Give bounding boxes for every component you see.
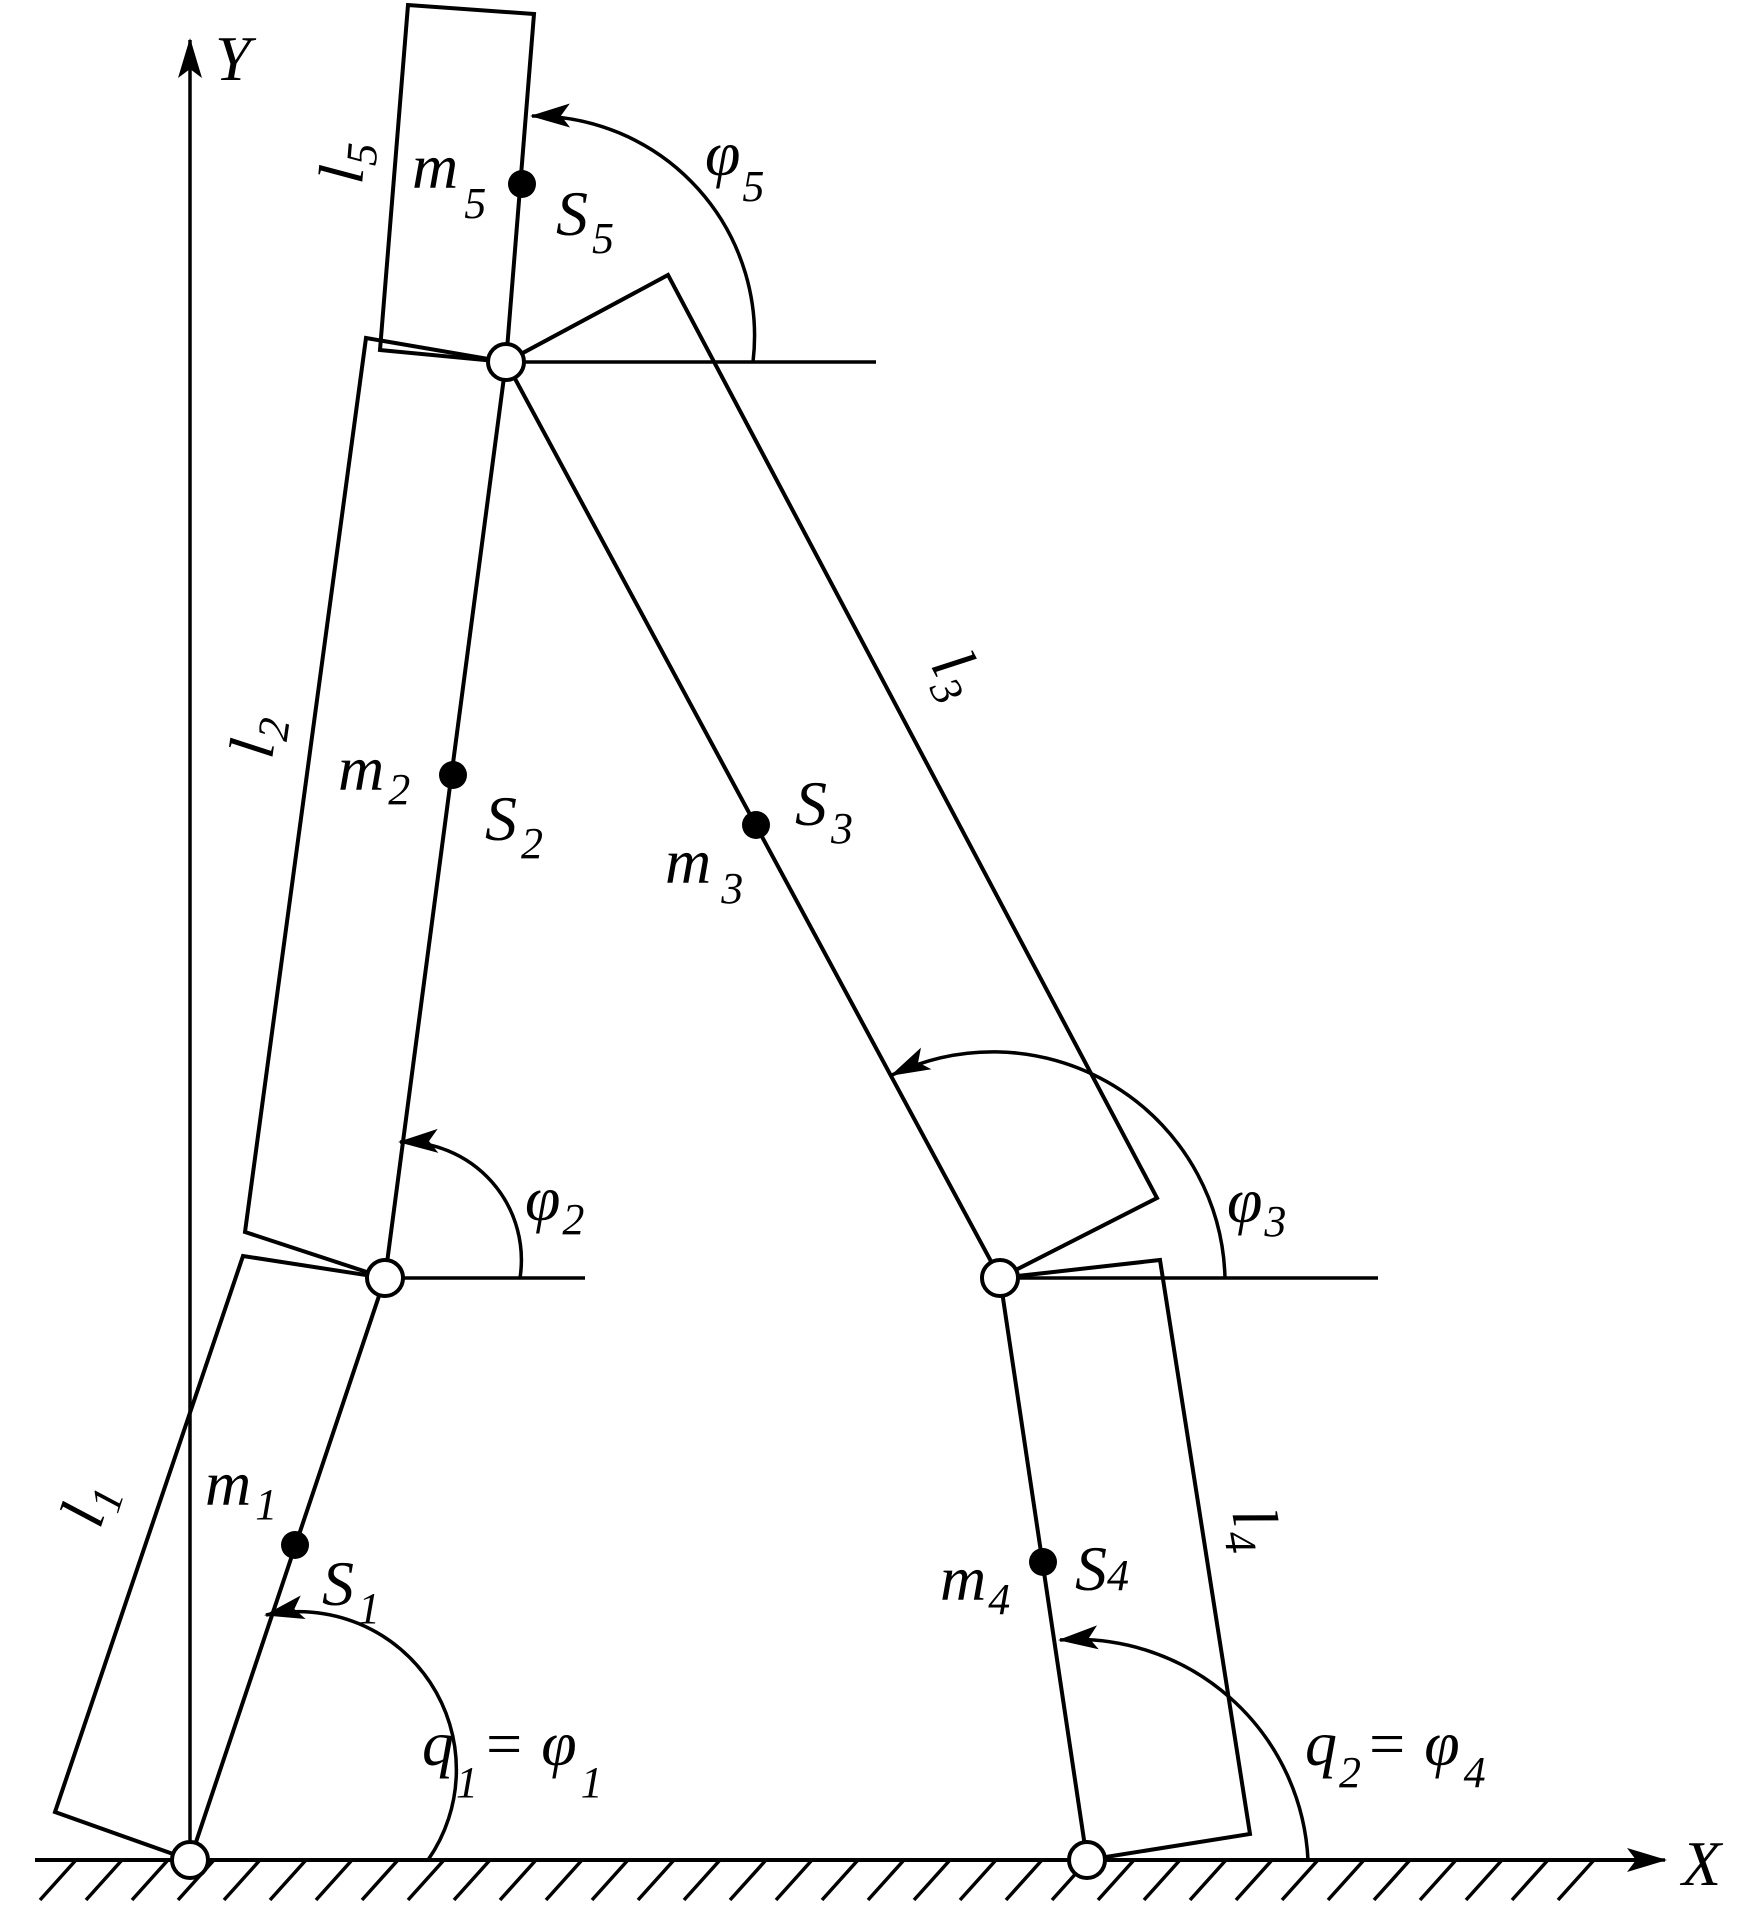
angle-label-phi5: φ5 — [705, 118, 764, 211]
ground-hatch-mark — [1004, 1858, 1044, 1902]
mass-label-5: m5 — [412, 131, 486, 228]
svg-text:l3: l3 — [911, 638, 1000, 712]
com-dot-4 — [1029, 1548, 1057, 1576]
com-dot-3 — [742, 811, 770, 839]
link-5 — [377, 2, 537, 365]
com-labels: S1 S2 S3 S4 S5 — [322, 178, 1129, 1633]
ground-hatch-mark — [682, 1858, 722, 1902]
ground-hatch-mark — [406, 1858, 446, 1902]
ground-hatching — [38, 1858, 1596, 1902]
ground-hatch-mark — [360, 1858, 400, 1902]
com-label-2: S2 — [485, 783, 543, 868]
ground-hatch-mark — [1418, 1858, 1458, 1902]
length-label-5: l5 — [305, 138, 387, 187]
joint-ground-right — [1067, 1840, 1107, 1880]
ground-hatch-mark — [544, 1858, 584, 1902]
angle-arcs — [264, 103, 1310, 1861]
angle-label-phi2: φ2 — [525, 1163, 584, 1244]
angle-label-q2: q2=φ4 — [1305, 1708, 1486, 1797]
angle-labels: φ2 φ3 φ5 q1=φ1 q2=φ4 — [422, 118, 1486, 1807]
ground-hatch-mark — [268, 1858, 308, 1902]
mass-label-1: m1 — [205, 1448, 277, 1529]
svg-text:l4: l4 — [1210, 1502, 1295, 1557]
com-dot-5 — [508, 170, 536, 198]
ground-hatch-mark — [1188, 1858, 1228, 1902]
ground — [35, 1858, 1650, 1902]
y-axis-label: Y — [215, 23, 257, 94]
ground-hatch-mark — [1234, 1858, 1274, 1902]
com-label-1: S1 — [322, 1548, 380, 1633]
ground-hatch-mark — [1556, 1858, 1596, 1902]
angle-arc-q1 — [264, 1595, 459, 1861]
mass-points — [281, 170, 1057, 1576]
mass-label-4: m4 — [940, 1543, 1010, 1624]
reference-lines — [385, 360, 1378, 1280]
length-label-3: l3 — [911, 638, 1000, 712]
ground-hatch-mark — [820, 1858, 860, 1902]
svg-text:l2: l2 — [216, 711, 300, 763]
ground-hatch-mark — [774, 1858, 814, 1902]
ground-hatch-mark — [452, 1858, 492, 1902]
link-4 — [997, 1257, 1253, 1863]
link-3 — [503, 272, 1160, 1281]
joint-ground-left — [170, 1840, 210, 1880]
joint-knee-right — [980, 1258, 1020, 1298]
ground-hatch-mark — [728, 1858, 768, 1902]
svg-text:l5: l5 — [305, 138, 387, 187]
ground-hatch-mark — [130, 1858, 170, 1902]
length-label-4: l4 — [1210, 1502, 1295, 1557]
link-1 — [52, 1253, 388, 1863]
length-label-1: l1 — [46, 1473, 134, 1537]
svg-text:l1: l1 — [46, 1473, 134, 1537]
ground-hatch-mark — [1280, 1858, 1320, 1902]
ground-hatch-mark — [958, 1858, 998, 1902]
joints — [170, 342, 1107, 1880]
ground-hatch-mark — [1142, 1858, 1182, 1902]
ground-hatch-mark — [84, 1858, 124, 1902]
ground-hatch-mark — [1326, 1858, 1366, 1902]
ground-hatch-mark — [636, 1858, 676, 1902]
angle-label-phi3: φ3 — [1227, 1165, 1286, 1246]
coordinate-axes: Y X — [178, 23, 1724, 1899]
ground-hatch-mark — [1372, 1858, 1412, 1902]
x-axis-label: X — [1679, 1828, 1724, 1899]
ground-hatch-mark — [38, 1858, 78, 1902]
com-label-4: S4 — [1075, 1533, 1129, 1604]
mass-label-2: m2 — [338, 733, 410, 814]
length-label-2: l2 — [216, 711, 300, 763]
com-label-3: S3 — [795, 768, 853, 853]
ground-hatch-mark — [314, 1858, 354, 1902]
angle-arc-phi3 — [890, 1047, 1227, 1279]
angle-arc-phi2 — [398, 1128, 524, 1279]
com-dot-1 — [281, 1531, 309, 1559]
angle-arc-phi5 — [530, 103, 757, 363]
joint-knee-left — [365, 1258, 405, 1298]
link-2 — [242, 335, 509, 1281]
ground-hatch-mark — [1464, 1858, 1504, 1902]
ground-hatch-mark — [1096, 1858, 1136, 1902]
joint-hip — [486, 342, 526, 382]
angle-label-q1: q1=φ1 — [422, 1708, 603, 1807]
ground-hatch-mark — [1510, 1858, 1550, 1902]
ground-hatch-mark — [498, 1858, 538, 1902]
com-label-5: S5 — [556, 178, 614, 263]
ground-hatch-mark — [866, 1858, 906, 1902]
ground-hatch-mark — [912, 1858, 952, 1902]
com-dot-2 — [439, 761, 467, 789]
angle-arc-q2 — [1058, 1625, 1310, 1861]
ground-hatch-mark — [222, 1858, 262, 1902]
ground-hatch-mark — [590, 1858, 630, 1902]
